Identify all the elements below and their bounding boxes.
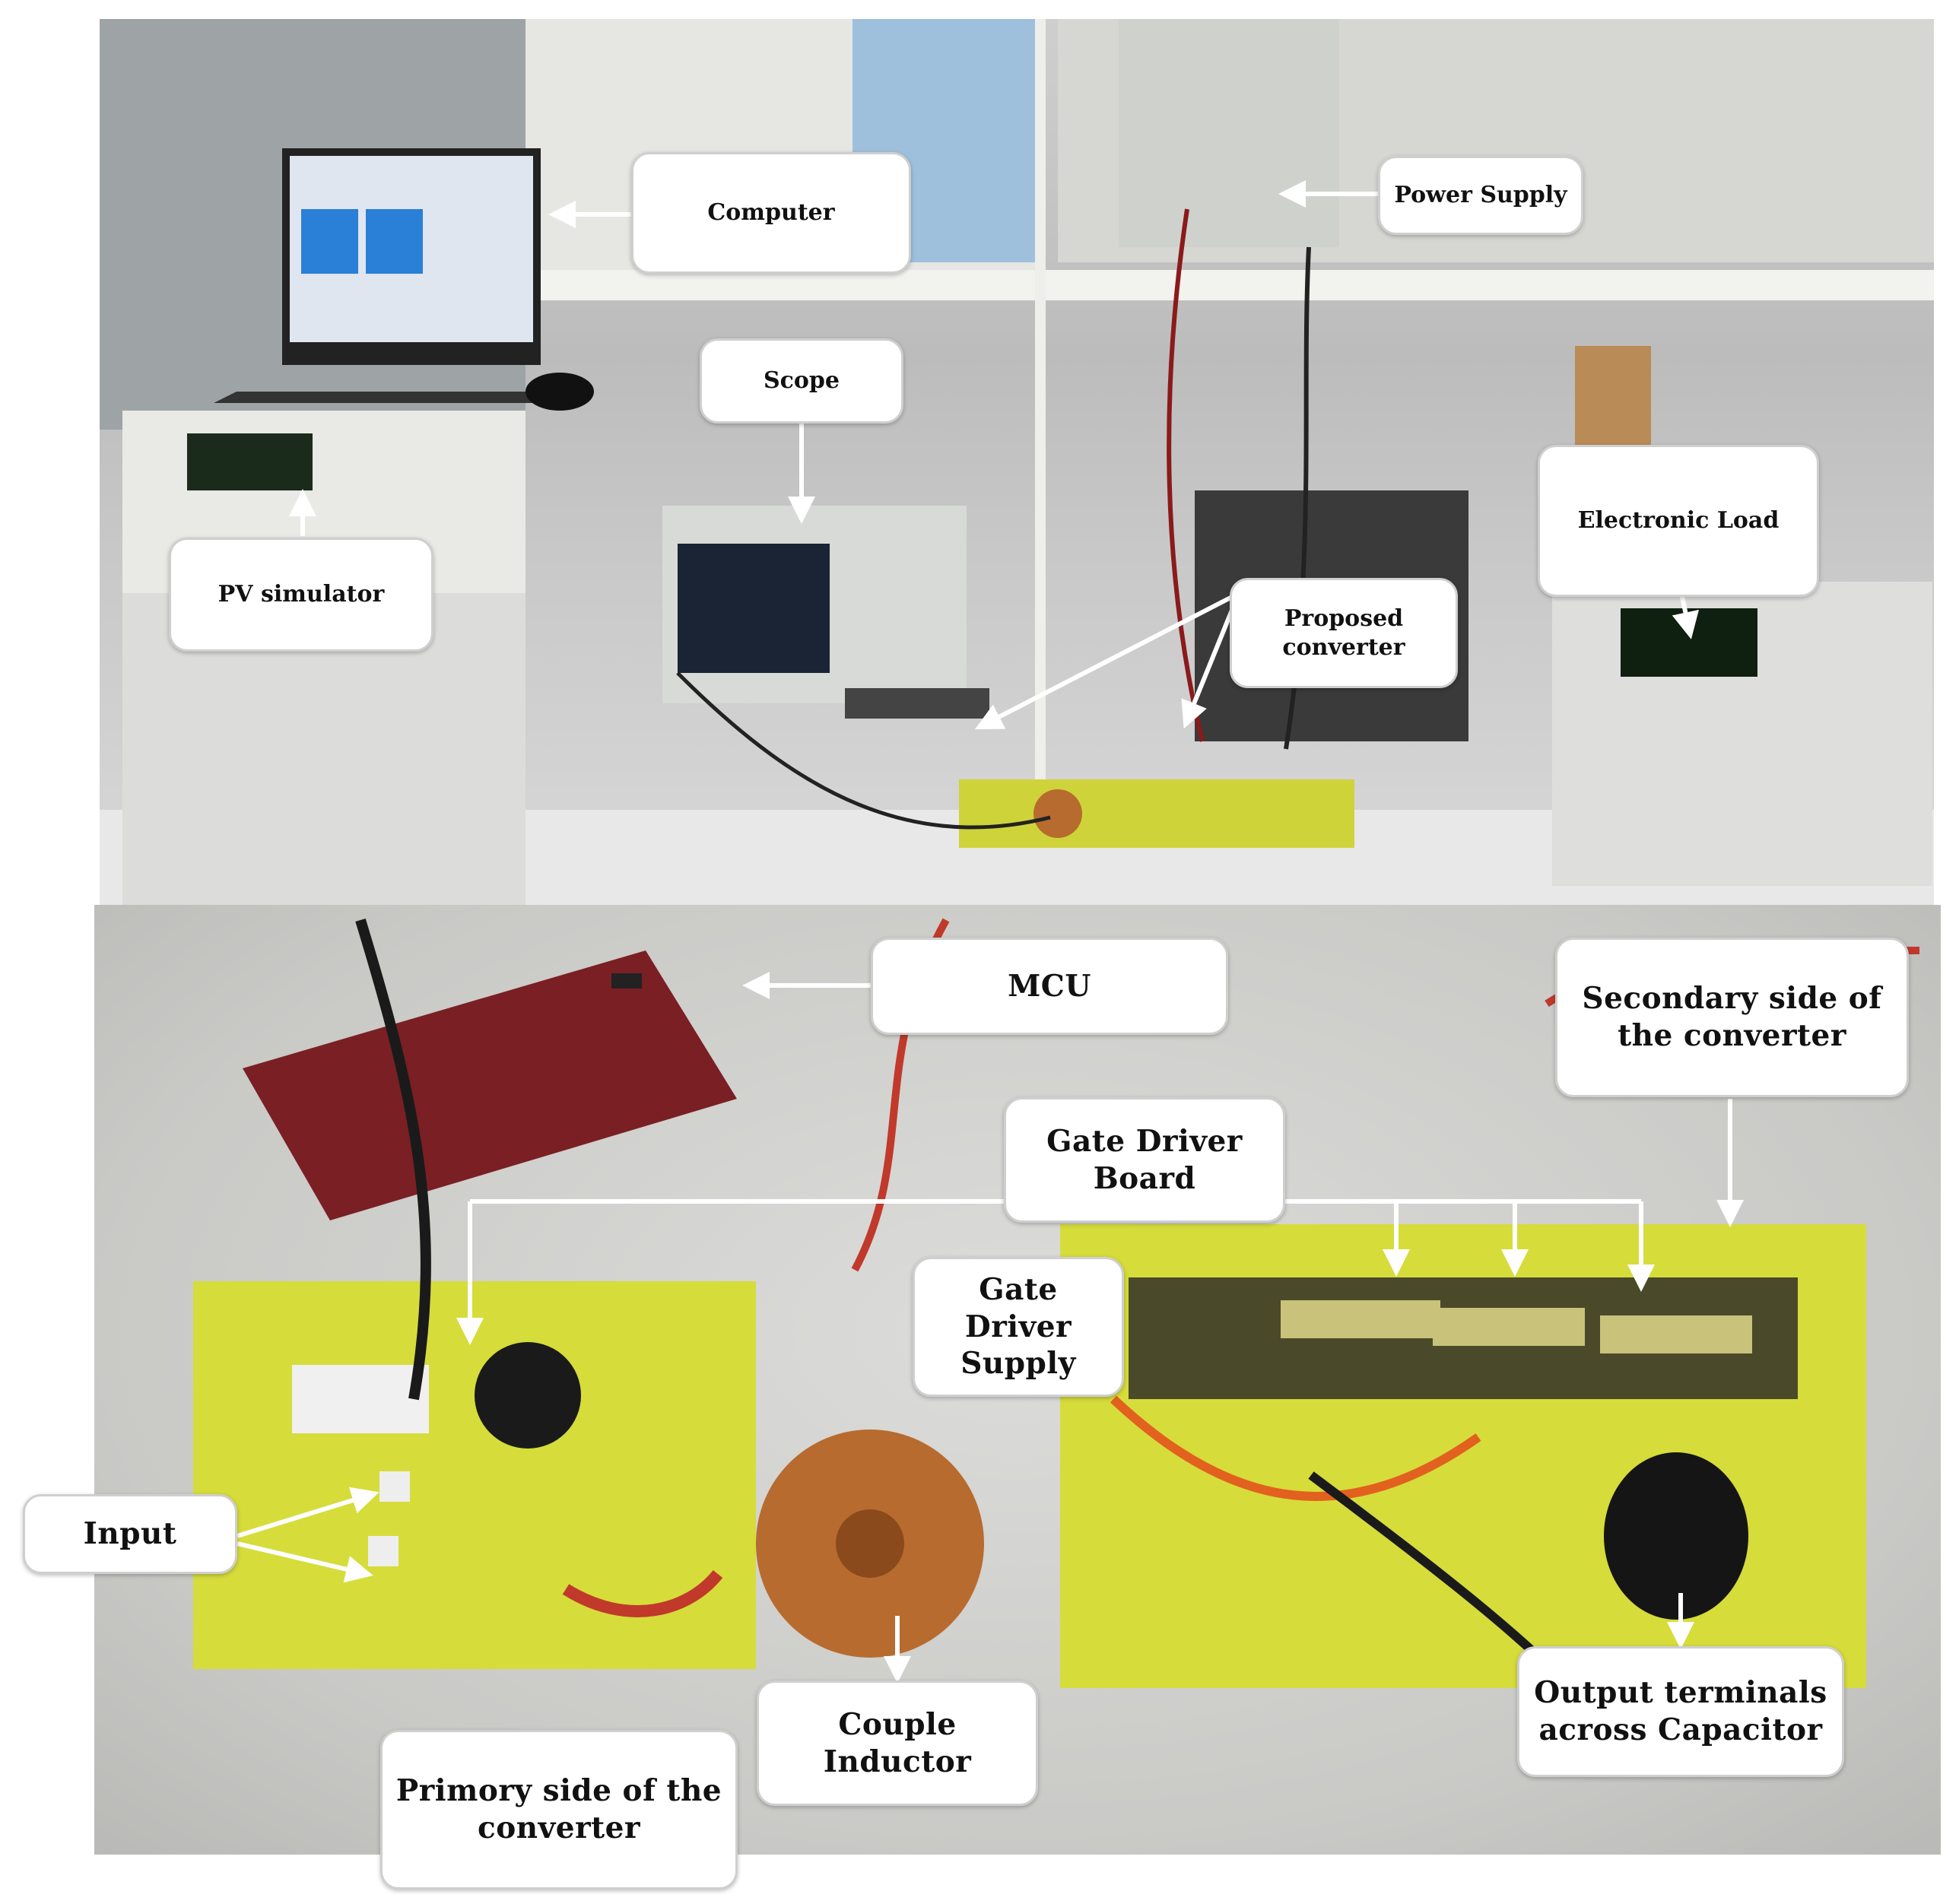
label-input: Input [23, 1494, 237, 1574]
gate-driver-board-1 [1281, 1300, 1440, 1338]
label-electronic-load: Electronic Load [1538, 445, 1819, 597]
mcu-board [243, 950, 737, 1220]
label-output-terminals: Output terminals across Capacitor [1517, 1646, 1844, 1777]
cable-orange [1110, 1395, 1481, 1501]
label-secondary-side: Secondary side of the converter [1555, 938, 1909, 1097]
pv-simulator-display [187, 433, 313, 490]
mcu-connector [611, 973, 642, 988]
label-gate-driver-board: Gate Driver Board [1004, 1097, 1285, 1223]
label-proposed-converter: Proposed converter [1230, 578, 1458, 688]
label-pv-simulator: PV simulator [169, 538, 433, 652]
label-primary-side: Primory side of the converter [380, 1730, 738, 1890]
mouse [525, 373, 594, 411]
converter-pcbs [959, 779, 1354, 848]
output-capacitor [1604, 1452, 1748, 1620]
oscilloscope-screen [678, 544, 830, 673]
alligator-clip-red [562, 1569, 723, 1617]
arrow-electronic-load [1672, 596, 1699, 639]
label-gate-driver-supply: Gate Driver Supply [913, 1257, 1124, 1397]
arrow-input-1 [237, 1487, 379, 1538]
inductor-small [1033, 789, 1082, 838]
laptop-keyboard [214, 392, 586, 403]
cable-black-1 [355, 918, 431, 1401]
inductor-core [836, 1509, 904, 1578]
primary-label-sticker [292, 1365, 429, 1433]
arrow-proposed-converter-1 [974, 595, 1234, 730]
screen-panel-2 [366, 209, 423, 274]
label-power-supply: Power Supply [1378, 156, 1583, 235]
primary-capacitor [475, 1342, 581, 1449]
arrow-input-2 [237, 1541, 373, 1583]
label-scope: Scope [700, 338, 903, 424]
scope-probes [845, 688, 989, 719]
wire-probe [676, 671, 1051, 830]
label-couple-inductor: Couple Inductor [757, 1680, 1038, 1806]
label-mcu: MCU [871, 938, 1228, 1035]
power-supply-stack [1119, 19, 1339, 247]
arrow-proposed-converter-2 [1181, 599, 1238, 729]
input-terminal-1 [379, 1471, 410, 1502]
shelf-post [1035, 19, 1046, 905]
wire-red [1167, 208, 1205, 742]
upper-shelf [525, 270, 1934, 300]
gate-driver-board-2 [1433, 1308, 1585, 1346]
label-computer: Computer [631, 152, 911, 274]
screen-panel-1 [301, 209, 358, 274]
gate-driver-board-3 [1600, 1315, 1752, 1353]
